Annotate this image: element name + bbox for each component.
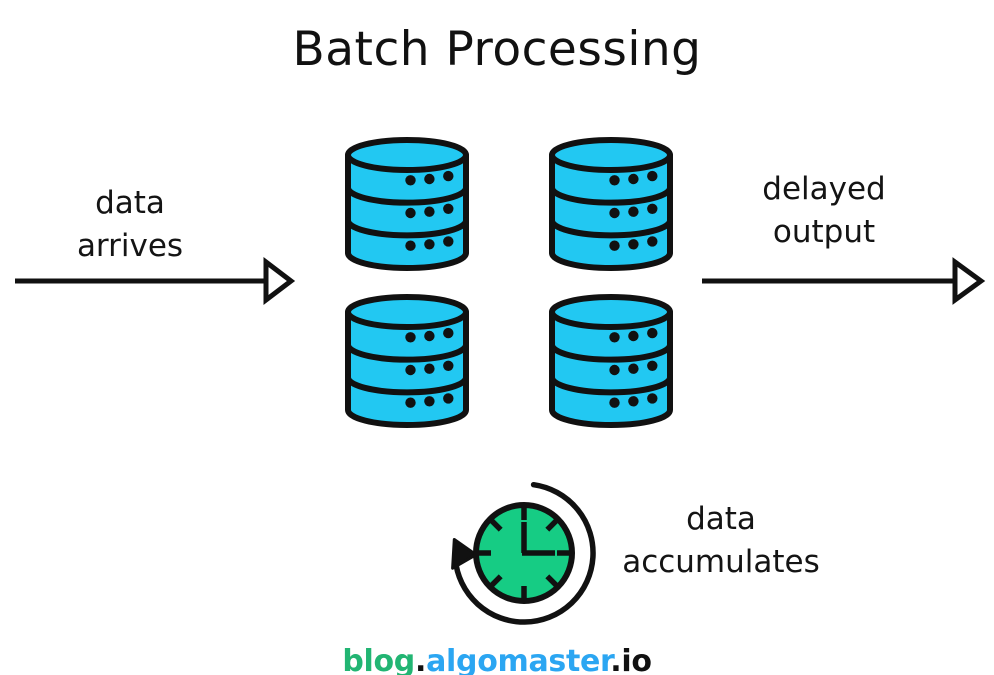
database-dot	[609, 397, 620, 408]
database-dot	[405, 240, 416, 251]
output-flow-label-line1: delayed	[762, 171, 886, 207]
database-dot	[609, 175, 620, 186]
watermark: blog.algomaster.io	[0, 644, 994, 675]
database-dot	[628, 206, 639, 217]
database-dot	[424, 173, 435, 185]
input-flow-label: data arrives	[32, 182, 228, 268]
database-dot	[405, 175, 416, 186]
database-cylinder-icon	[549, 294, 673, 428]
database-dot	[609, 332, 620, 343]
watermark-algomaster: algomaster	[426, 644, 611, 675]
database-group	[345, 137, 673, 428]
clock-face	[473, 502, 575, 604]
database-dot	[609, 207, 620, 219]
clock-refresh-icon	[451, 481, 596, 625]
database-dot	[628, 363, 639, 374]
database-dot	[424, 239, 435, 250]
database-dot	[443, 170, 454, 182]
database-dot	[609, 240, 620, 251]
database-dot	[647, 203, 658, 214]
page-title: Batch Processing	[292, 22, 702, 77]
arrow-right-icon	[15, 256, 296, 306]
clock-tick	[545, 517, 560, 532]
database-cylinder-icon	[549, 137, 673, 271]
database-dot	[424, 330, 435, 342]
database-dot	[647, 236, 658, 247]
clock-tick	[545, 574, 560, 589]
output-flow-label-line2: output	[772, 213, 876, 250]
accumulate-label: data accumulates	[600, 498, 842, 584]
database-cylinder-icon	[345, 294, 469, 428]
database-dot	[609, 364, 620, 376]
watermark-blog: blog	[342, 644, 415, 675]
database-dot	[647, 170, 658, 182]
database-dot	[628, 239, 639, 250]
circular-arrow-icon	[452, 481, 596, 625]
circular-arrow-head	[451, 538, 478, 570]
watermark-tld: .io	[610, 644, 652, 675]
output-flow-label: delayed output	[726, 168, 922, 254]
database-dot	[443, 203, 454, 214]
input-flow-label-line2: arrives	[76, 227, 184, 264]
database-dot	[647, 327, 658, 339]
database-dot	[424, 396, 435, 407]
database-dot	[405, 332, 416, 343]
database-dot	[443, 327, 454, 339]
watermark-dot: .	[414, 644, 427, 675]
clock-tick	[488, 574, 503, 589]
database-dot	[443, 236, 454, 247]
input-flow-label-line1: data	[95, 185, 165, 221]
database-dot	[647, 360, 658, 371]
database-dot	[443, 393, 454, 404]
database-cylinder-icon	[345, 137, 469, 271]
accumulate-label-line2: accumulates	[622, 543, 820, 580]
database-dot	[424, 206, 435, 217]
arrow-right-icon	[702, 257, 986, 305]
database-dot	[443, 360, 454, 371]
database-dot	[628, 173, 639, 185]
database-dot	[405, 364, 416, 376]
accumulate-label-line1: data	[686, 501, 756, 537]
database-dot	[405, 397, 416, 408]
database-dot	[405, 207, 416, 219]
database-dot	[628, 396, 639, 407]
database-dot	[647, 393, 658, 404]
clock-tick	[488, 517, 503, 532]
database-dot	[628, 330, 639, 342]
database-dot	[424, 363, 435, 374]
